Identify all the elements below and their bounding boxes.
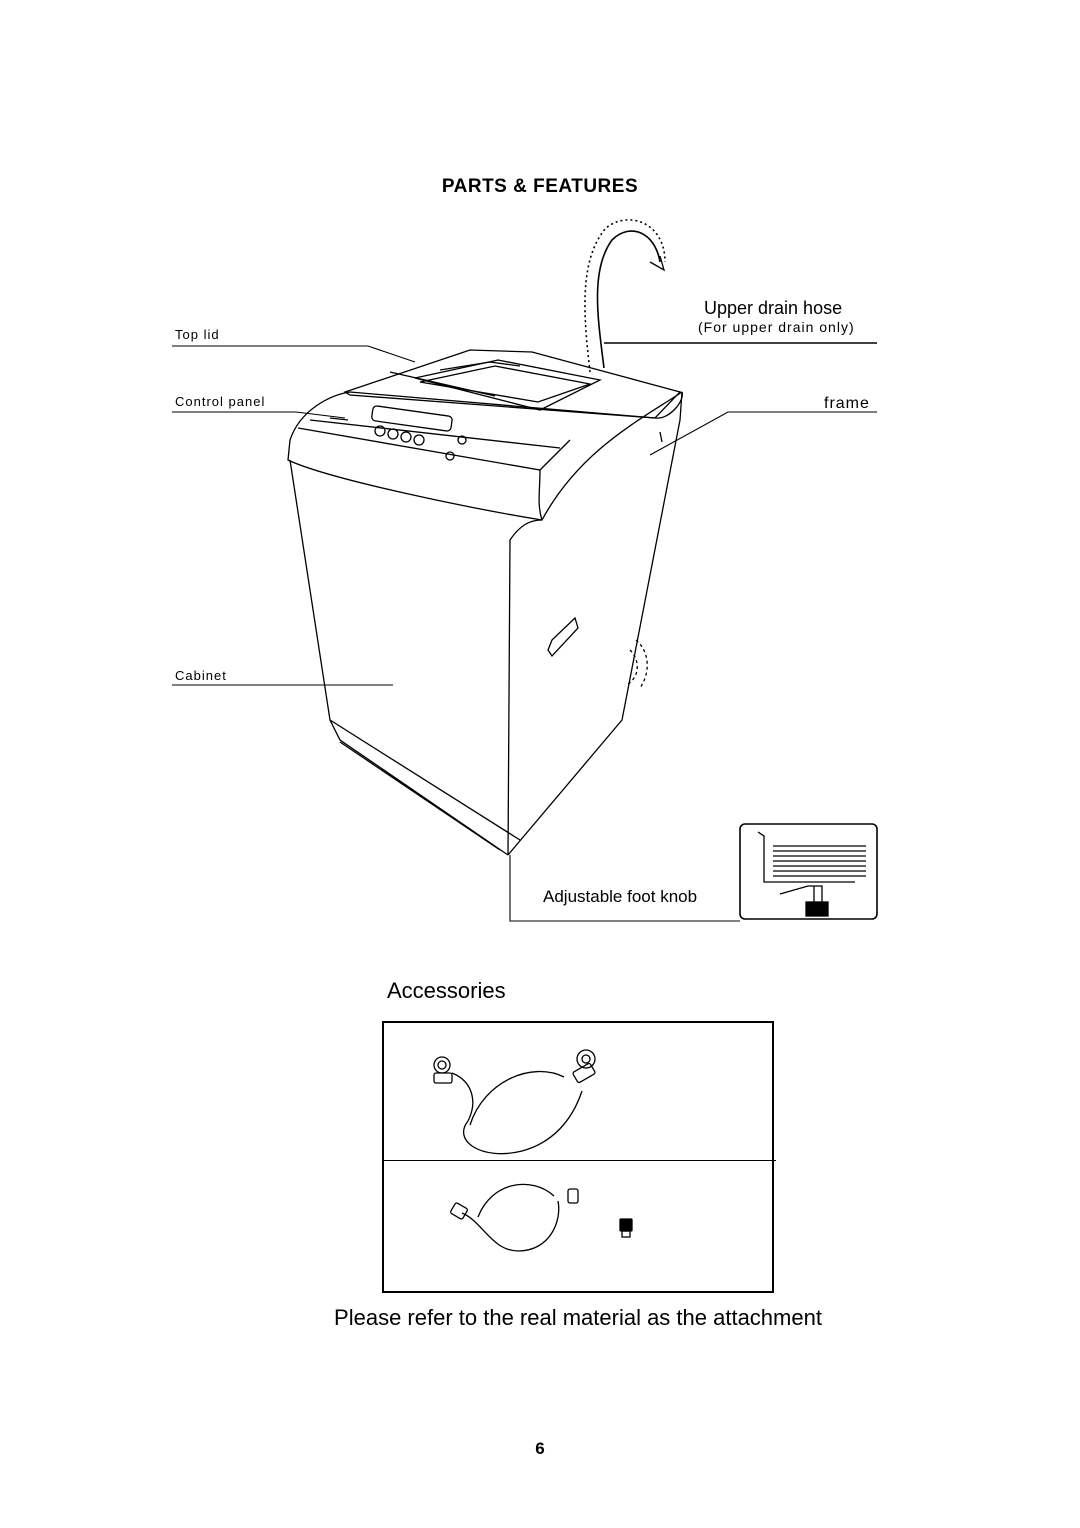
drain-hose-illustration <box>450 1183 633 1252</box>
foot-knob-inset <box>739 823 878 920</box>
cabinet-illustration <box>287 391 683 856</box>
upper-drain-note: (For upper drain only) <box>698 319 855 335</box>
accessories-illustrations <box>433 1049 633 1252</box>
leader-lines <box>172 342 877 922</box>
inlet-hose-illustration <box>433 1049 596 1155</box>
top-lid-illustration <box>343 349 682 419</box>
accessories-divider <box>382 1160 776 1161</box>
control-panel-label: Control panel <box>175 394 266 409</box>
washing-machine-diagram <box>172 219 878 922</box>
frame-label: frame <box>824 395 870 412</box>
section-title: PARTS & FEATURES <box>441 176 639 197</box>
note-text: Please refer to the real material as the… <box>334 1305 822 1330</box>
top-lid-label: Top lid <box>175 327 220 342</box>
cabinet-label: Cabinet <box>175 668 227 683</box>
adjustable-foot-knob-label: Adjustable foot knob <box>543 887 698 906</box>
side-knob-illustration <box>627 639 648 689</box>
control-panel-illustration <box>289 391 683 521</box>
page-number: 6 <box>535 1439 545 1458</box>
upper-drain-hose-label: Upper drain hose <box>704 298 843 318</box>
accessories-box <box>382 1021 774 1293</box>
upper-drain-hose-illustration <box>584 219 666 373</box>
accessories-title: Accessories <box>387 978 506 1003</box>
